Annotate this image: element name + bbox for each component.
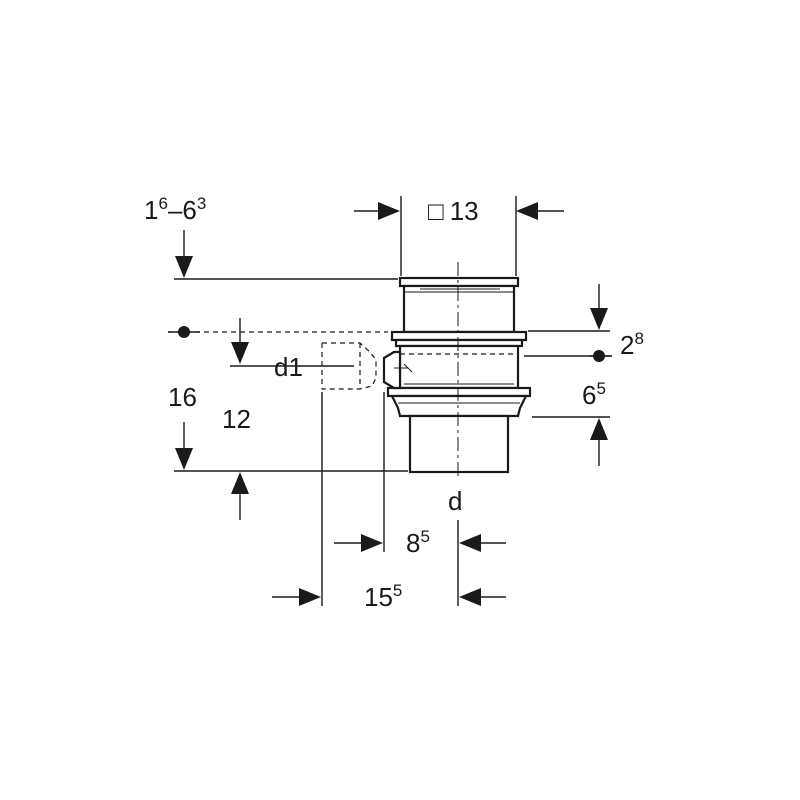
datum-dot: [593, 350, 605, 362]
label-outlet-height: 12: [222, 404, 251, 434]
arrow-down: [175, 256, 193, 278]
extension-lines: [168, 196, 610, 606]
arrow-right: [361, 534, 383, 552]
dimension-arrows: [175, 202, 608, 606]
label-inner-offset: 85: [406, 527, 430, 558]
arrow-left: [459, 588, 481, 606]
label-height-adjust: 16–63: [144, 194, 206, 225]
label-outer-offset: 155: [364, 581, 402, 612]
label-top-offset: 28: [620, 329, 644, 360]
middle-body: [398, 344, 520, 390]
arrow-down: [590, 308, 608, 330]
drain-body: [321, 262, 532, 478]
side-outlet-pipe: [322, 342, 377, 390]
label-grate-size: □13: [428, 196, 479, 226]
label-total-height: 16: [168, 382, 197, 412]
datum-dot: [178, 326, 190, 338]
arrow-down: [231, 342, 249, 364]
lower-collar: [390, 394, 528, 418]
arrow-down: [175, 448, 193, 470]
side-outlet-connector: [382, 350, 402, 390]
outlet-pipe: [408, 414, 510, 474]
arrow-up: [231, 472, 249, 494]
arrow-right: [378, 202, 400, 220]
label-ring-offset: 65: [582, 379, 606, 410]
upper-sleeve: [402, 284, 516, 334]
arrow-right: [299, 588, 321, 606]
dimension-labels: 16–63 □13 d1 16 12 d 28 65 85 155: [144, 194, 644, 612]
arrow-left: [459, 534, 481, 552]
datum-markers: [168, 326, 612, 362]
label-side-outlet-diameter: d1: [274, 352, 303, 382]
grate-frame-top: [398, 276, 520, 288]
lower-flange: [386, 386, 532, 398]
upper-ring: [390, 330, 528, 342]
arrow-up: [590, 418, 608, 440]
arrow-left: [516, 202, 538, 220]
label-outlet-diameter: d: [448, 486, 462, 516]
